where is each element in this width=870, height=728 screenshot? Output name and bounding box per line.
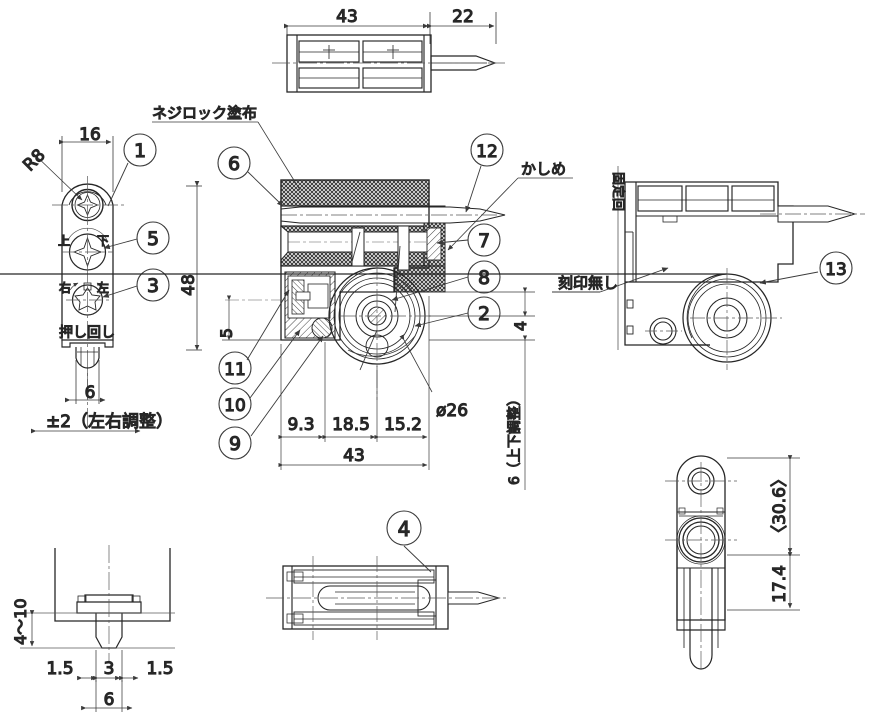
dim-label-48: 48 [179,274,199,296]
balloon-8-label: 8 [478,267,490,289]
balloon-13[interactable] [819,251,853,285]
mark-right: 右 [59,280,71,295]
dia-26-leader [347,334,433,393]
dim-label-30-6: 〈30.6〉 [770,470,790,542]
dim-6-left [64,360,106,404]
balloon-group-front-left: 1 5 3 [102,133,170,302]
top-dim-label-43: 43 [336,7,358,27]
balloon-5[interactable] [136,221,170,255]
front-left-face-view: 16 R8 48 6 ±2（左右調整） 上 下 右 左 押し回し [19,124,202,434]
dim-label-6-bottom: 6 [104,690,115,710]
top-dim-43 [283,12,431,44]
mark-left: 左 [97,280,109,295]
dim-label-5: 5 [217,328,236,338]
balloon-13-label: 13 [825,260,847,280]
balloon-3[interactable] [136,268,170,302]
balloon-1[interactable] [123,133,157,167]
dim-chain [278,296,430,470]
balloon-10[interactable] [218,387,252,421]
dim-label-15-2: 15.2 [384,415,422,435]
top-dim-label-22: 22 [452,7,474,27]
dim-label-4-10: 4～10 [11,598,30,645]
balloon-8[interactable] [467,260,501,294]
dim-label-4: 4 [511,321,530,331]
dim-label-3: 3 [104,659,115,679]
dim-label-dia26: ø26 [436,401,468,421]
balloon-2[interactable] [467,296,501,330]
dim-label-6-left: 6 [85,383,96,403]
r8-leader [31,151,83,201]
top-view: 43 22 [272,6,505,93]
right-side-view: 13 固定回 刻印無し [0,166,865,370]
balloon-12-label: 12 [476,142,498,162]
balloon-6[interactable] [217,146,251,180]
bottom-center-view: 4 [266,510,508,640]
note-fixed-rotation: 固定回 [610,172,625,211]
note-screw-lock: ネジロック塗布 [152,104,257,122]
dim-label-43-main: 43 [343,446,365,466]
top-dim-22 [426,12,497,44]
balloon-10-label: 10 [224,396,246,416]
mark-up: 上 [58,234,70,248]
balloon-11[interactable] [218,351,252,385]
right-small-hole [645,317,682,345]
bottom-left-detail-view: 4～10 1.5 3 1.5 6 [10,545,175,712]
balloon-12[interactable] [470,133,504,167]
note-kashime: かしめ [521,160,566,178]
dim-16 [58,136,114,192]
roller-assembly [328,262,432,400]
note-leader-screwlock [152,121,301,191]
bottom-right-view: 〈30.6〉 17.4 [665,455,800,672]
balloon-2-label: 2 [478,303,490,325]
dim-label-pm2: ±2（左右調整） [46,412,173,432]
balloon-7[interactable] [467,223,501,257]
dim-5 [222,295,281,341]
balloon-6-label: 6 [228,153,240,175]
balloon-5-label: 5 [147,228,159,250]
balloon-4[interactable] [386,510,422,546]
dim-label-6-updown: 6（上下調整） [507,392,523,485]
dim-label-16: 16 [79,125,101,145]
balloon-7-label: 7 [478,230,490,252]
balloon-11-label: 11 [224,360,246,380]
balloon-4-label: 4 [398,517,411,541]
mark-down: 下 [97,234,109,248]
dim-17-4 [727,552,800,611]
mark-push-turn: 押し回し [59,325,115,341]
right-roller [0,268,782,370]
balloon-9-label: 9 [229,433,241,455]
dim-label-9-3: 9.3 [287,415,314,435]
dim-label-r8: R8 [19,145,49,175]
note-no-marking: 刻印無し [558,274,618,292]
dim-bl-chain [77,650,139,712]
note-leader-kashime [447,177,573,251]
balloon-group-main: 6 12 7 8 2 11 10 9 [217,133,504,460]
dim-label-18-5: 18.5 [332,415,370,435]
dim-48 [186,180,202,351]
balloon-1-label: 1 [134,140,146,162]
dim-label-1-5-left: 1.5 [46,659,73,679]
dim-label-17-4: 17.4 [770,565,790,603]
dim-label-1-5-right: 1.5 [146,659,173,679]
balloon-9[interactable] [218,426,252,460]
balloon-3-label: 3 [147,275,159,297]
main-section-view: 5 4 9.3 18.5 15.2 43 ø26 6（上下調整） ネジロック塗布… [151,103,573,490]
